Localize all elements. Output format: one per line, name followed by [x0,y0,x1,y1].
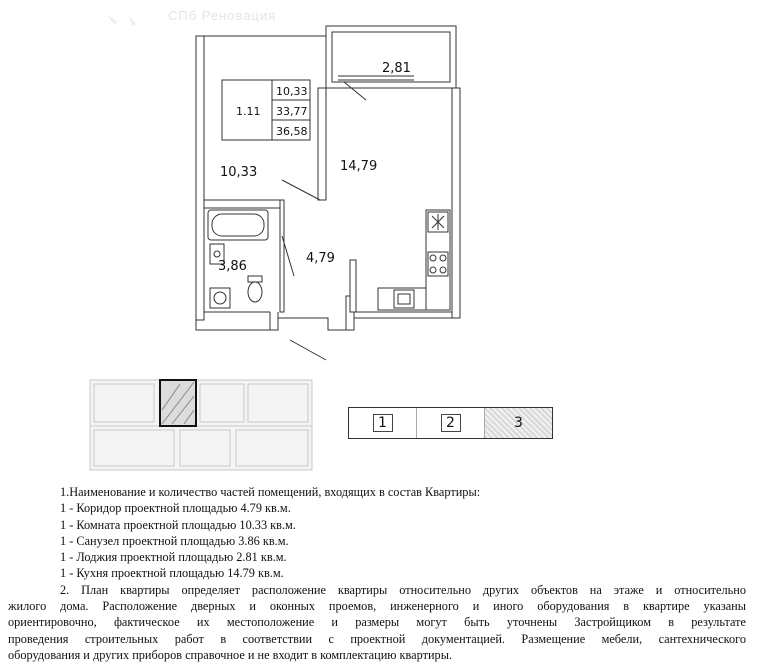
floor-option-3[interactable]: 3 [485,408,552,438]
sink-icon [209,243,225,265]
summary-table [221,79,311,141]
room-area-label: 10,33 [220,165,257,180]
list-item: 1 - Санузел проектной площадью 3.86 кв.м… [60,533,289,548]
note-line: оборудования и других приборов справочно… [8,647,453,662]
washing-machine-icon [209,287,231,309]
bathtub-icon [207,209,269,241]
interior-walls [203,87,357,361]
watermark-text: СПб Реновация [168,8,277,23]
floor-option-1[interactable]: 1 [349,408,417,438]
list-item: 1 - Комната проектной площадью 10.33 кв.… [60,517,296,532]
summary-total-with-loggia: 36,58 [276,125,308,138]
summary-living-area: 10,33 [276,85,308,98]
loggia-area-label: 2,81 [382,61,411,76]
note-line: ориентировочно, фактическое их местополо… [8,615,746,630]
bathroom-area-label: 3,86 [218,259,247,274]
list-item: 1 - Лоджия проектной площадью 2.81 кв.м. [60,550,287,565]
floor-selector: 1 2 3 [348,407,553,439]
note-line: 2. План квартиры определяет расположение… [60,582,746,597]
stove-icon [427,251,449,277]
description-heading: 1.Наименование и количество частей помещ… [60,485,481,499]
list-item: 1 - Коридор проектной площадью 4.79 кв.м… [60,501,291,516]
floor-option-label: 3 [514,415,523,431]
summary-total-area: 33,77 [276,105,308,118]
apartment-floor-plan: 1.11 10,33 33,77 36,58 10,33 14,79 [89,14,461,471]
kitchen-area-label: 14,79 [340,159,377,174]
description-text: 1.Наименование и количество частей помещ… [8,484,746,663]
floor-key-plan [89,379,313,471]
floor-option-label: 1 [372,414,393,432]
corridor-area-label: 4,79 [306,251,335,266]
kitchen-sink-icon [393,289,415,309]
floor-option-2[interactable]: 2 [417,408,485,438]
note-line: жилого дома. Расположение дверных и окон… [8,599,746,614]
toilet-icon [247,275,263,303]
floor-option-label: 2 [440,414,461,432]
loggia [325,25,457,101]
fan-icon [427,211,449,233]
note-line: проведения строительных работ в соответс… [8,631,746,646]
selected-apartment-marker [159,379,197,427]
list-item: 1 - Кухня проектной площадью 14.79 кв.м. [60,566,284,581]
watermark-logo-icon [106,14,136,26]
summary-code: 1.11 [236,105,261,118]
